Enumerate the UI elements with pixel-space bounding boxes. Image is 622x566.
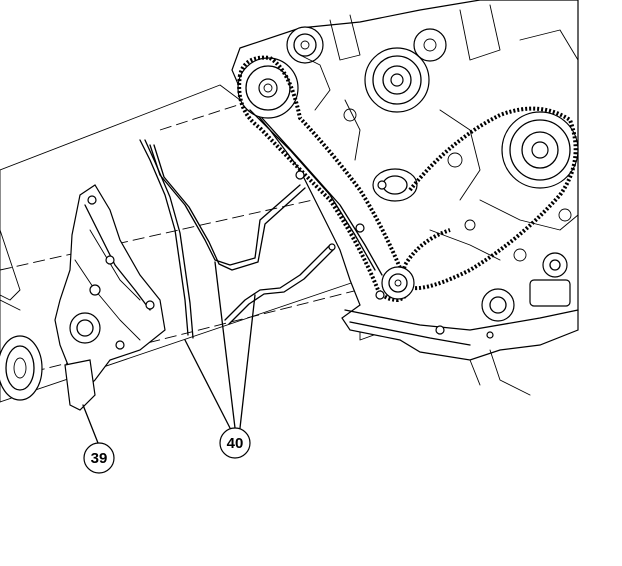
- timing-chain-right: [401, 106, 578, 291]
- camshaft-sprocket-right-bank: [501, 111, 579, 189]
- camshaft-sprocket-left: [237, 57, 299, 119]
- callout-40: 40: [219, 427, 251, 459]
- water-pump-pulley: [364, 47, 430, 113]
- crankshaft-damper: [0, 335, 43, 401]
- engine-block-assembly: [231, 0, 579, 396]
- camshaft-sprocket-right: [286, 26, 324, 64]
- callout-39-label: 39: [91, 450, 108, 467]
- oil-filter-adapter: [481, 288, 515, 322]
- engine-front-cover: [54, 184, 166, 411]
- crankshaft-sprocket: [381, 266, 415, 300]
- callout-39: 39: [83, 442, 115, 474]
- front-cover-gaskets: [139, 139, 336, 339]
- idler-pulley-center: [372, 168, 418, 202]
- leader-lines: [82, 261, 256, 444]
- callout-40-label: 40: [227, 435, 244, 452]
